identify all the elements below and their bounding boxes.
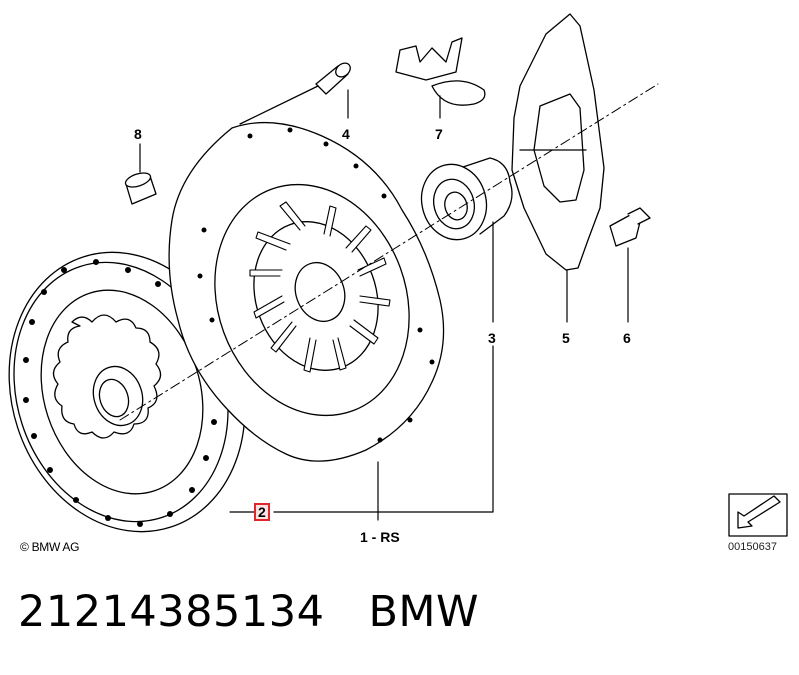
- part-caption: 21214385134 BMW: [18, 586, 479, 638]
- callout-1-rs: 1 - RS: [360, 529, 400, 545]
- callout-2-highlighted[interactable]: 2: [254, 503, 270, 521]
- bleed-screw-icon: [609, 207, 651, 247]
- diagram-id: 00150637: [728, 541, 777, 553]
- bracket-plate-icon: [511, 13, 605, 271]
- axis-line: [119, 83, 659, 421]
- copyright-label: © BMW AG: [20, 540, 80, 554]
- release-bearing-icon: [420, 157, 513, 241]
- callout-7: 7: [435, 126, 443, 142]
- callout-6: 6: [623, 330, 631, 346]
- leader-lines: [139, 89, 629, 521]
- callout-5: 5: [562, 330, 570, 346]
- callout-8: 8: [134, 126, 142, 142]
- spring-clip-icon: [395, 37, 486, 106]
- callout-3: 3: [488, 330, 496, 346]
- part-number: 21214385134: [18, 587, 325, 637]
- bolt-icon: [239, 62, 351, 125]
- arrow-nav-icon: [728, 493, 788, 537]
- callout-4: 4: [342, 126, 350, 142]
- brand-name: BMW: [368, 587, 480, 637]
- bushing-icon: [124, 172, 157, 205]
